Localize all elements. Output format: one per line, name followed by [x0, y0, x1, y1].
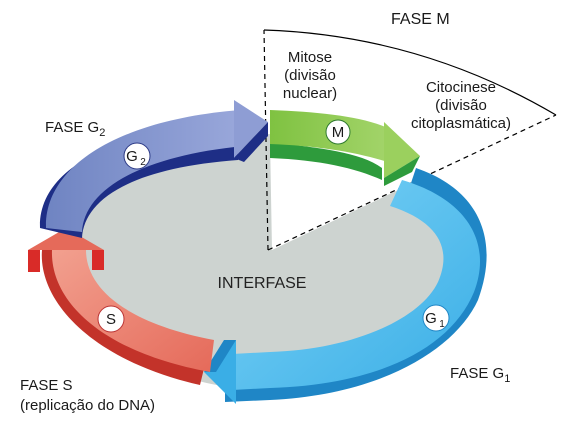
s-badge: S — [98, 306, 124, 332]
fase-s-subtitle: (replicação do DNA) — [20, 397, 155, 414]
fase-g1-title-main: FASE G — [450, 365, 504, 382]
mitose-line-1: Mitose — [288, 49, 332, 66]
g1-badge-letter: G — [425, 310, 437, 327]
g2-badge-subscript: 2 — [140, 157, 146, 168]
citocinese-line-1: Citocinese — [426, 79, 496, 96]
fase-g2-title: FASE G2 — [45, 119, 105, 139]
fase-g1-title: FASE G1 — [450, 365, 510, 385]
citocinese-line-3: citoplasmática) — [411, 115, 511, 132]
fase-s-title: FASE S — [20, 377, 73, 394]
citocinese-line-2: (divisão — [435, 97, 487, 114]
g2-badge: G 2 — [124, 143, 150, 169]
g1-badge: G 1 — [423, 305, 449, 331]
fase-g1-title-sub: 1 — [504, 373, 510, 385]
m-badge: M — [326, 120, 350, 144]
s-badge-label: S — [106, 311, 116, 328]
mitose-line-3: nuclear) — [283, 85, 337, 102]
fase-m-title: FASE M — [391, 11, 450, 28]
g2-badge-letter: G — [126, 148, 138, 165]
fase-g2-title-main: FASE G — [45, 119, 99, 136]
g1-badge-subscript: 1 — [439, 319, 445, 330]
interfase-label: INTERFASE — [218, 275, 307, 292]
mitose-line-2: (divisão — [284, 67, 336, 84]
fase-g2-title-sub: 2 — [99, 127, 105, 139]
m-badge-label: M — [332, 124, 345, 141]
